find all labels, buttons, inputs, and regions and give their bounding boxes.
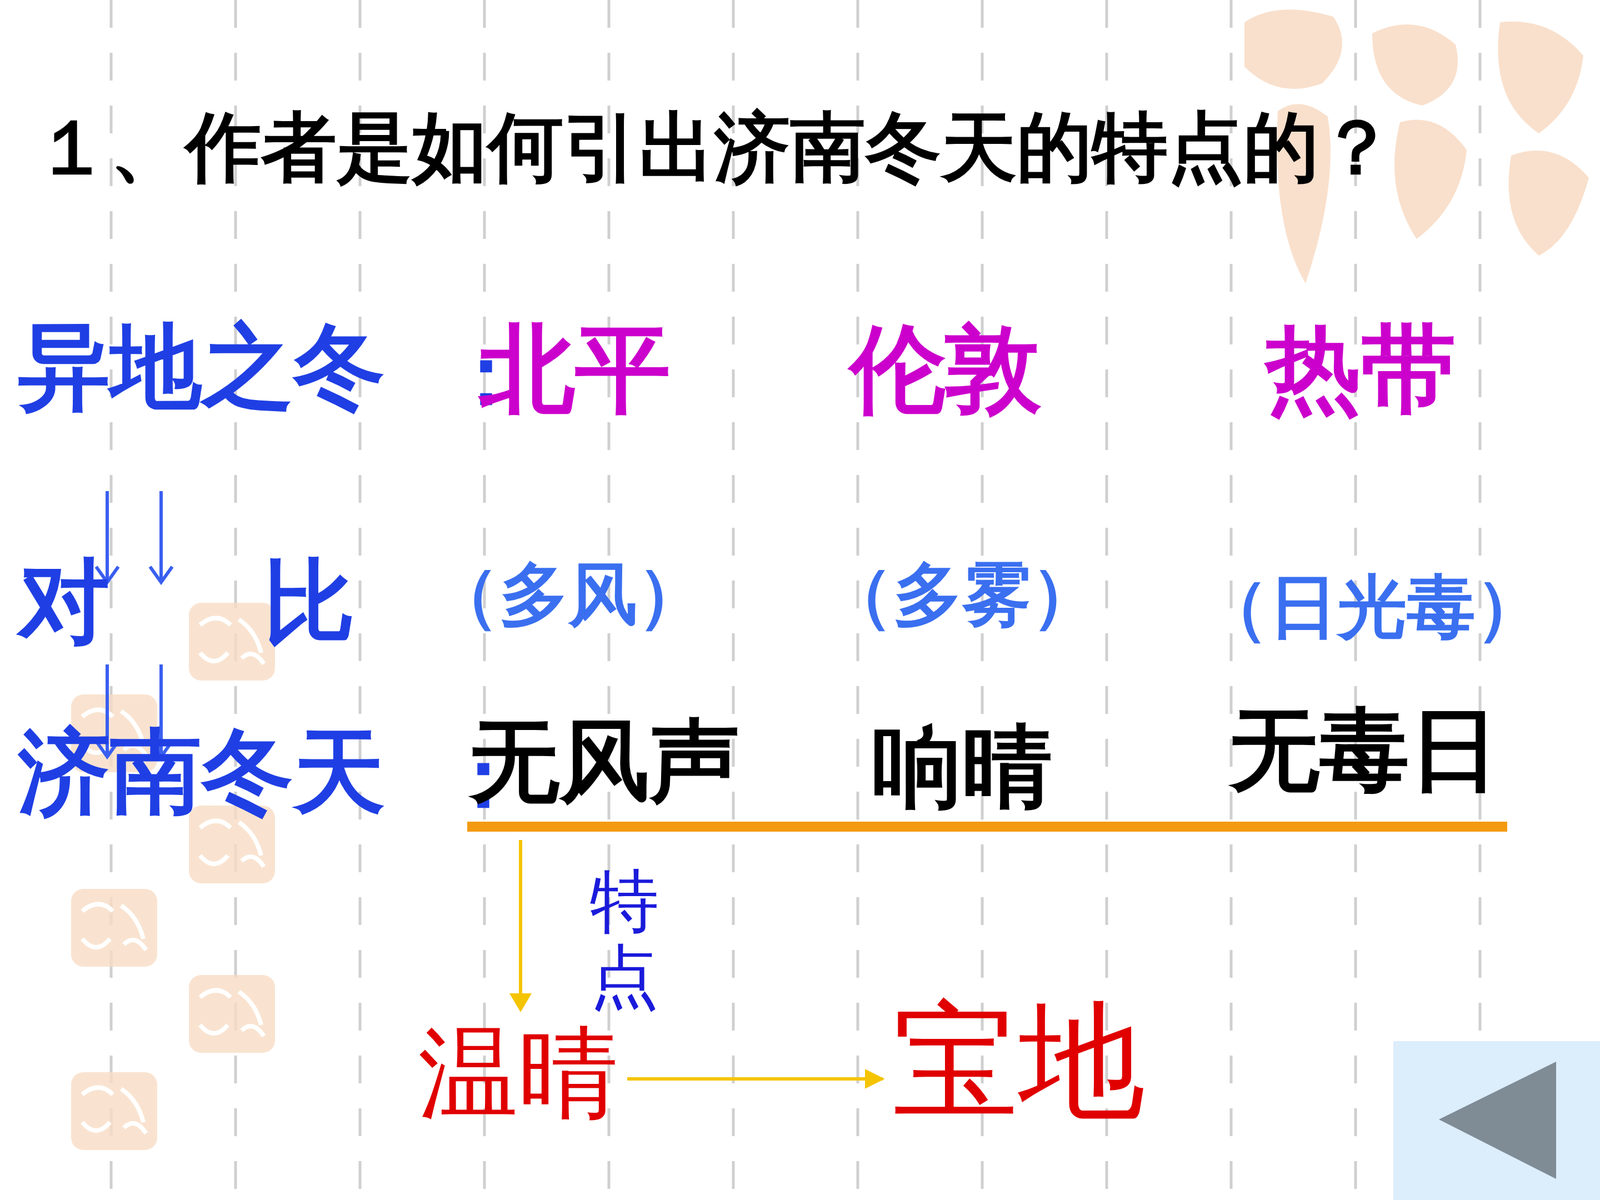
yellow-down-arrow [509, 840, 532, 1013]
place-name: 热带 [1265, 316, 1457, 422]
nav-back-button [1393, 1041, 1600, 1200]
arrow-label: 特点 [590, 863, 659, 1015]
arrow-connector [627, 1077, 883, 1081]
seal-stamp [71, 1072, 158, 1150]
weather-note: （多雾） [824, 556, 1100, 633]
row-heading: 异地之冬 [18, 316, 385, 418]
seal-stamp [188, 975, 275, 1053]
feature-text: 响晴 [872, 717, 1053, 817]
conclusion: 宝地 [886, 989, 1151, 1134]
seal-stamp [188, 602, 275, 681]
feature-text: 无风声 [469, 711, 740, 811]
weather-note: （多风） [430, 556, 707, 633]
seal-stamps [71, 602, 275, 1150]
node-text: 温晴 [418, 1018, 619, 1129]
row-heading: 比 [263, 551, 355, 653]
place-name: 伦敦 [850, 316, 1042, 422]
row-heading: 对 [18, 551, 110, 653]
node-text: 宝地 [891, 991, 1145, 1132]
feature-text: 无毒日 [1229, 700, 1500, 800]
feature-summary: 温晴 [412, 1016, 624, 1131]
weather-note: （日光毒） [1200, 568, 1545, 645]
seal-stamp [71, 888, 158, 967]
place-name: 北平 [479, 316, 671, 422]
row-heading: 济南冬天 [18, 721, 385, 823]
orange-underline [467, 821, 1508, 832]
slide-title: １、作者是如何引出济南冬天的特点的？ [34, 106, 1395, 190]
